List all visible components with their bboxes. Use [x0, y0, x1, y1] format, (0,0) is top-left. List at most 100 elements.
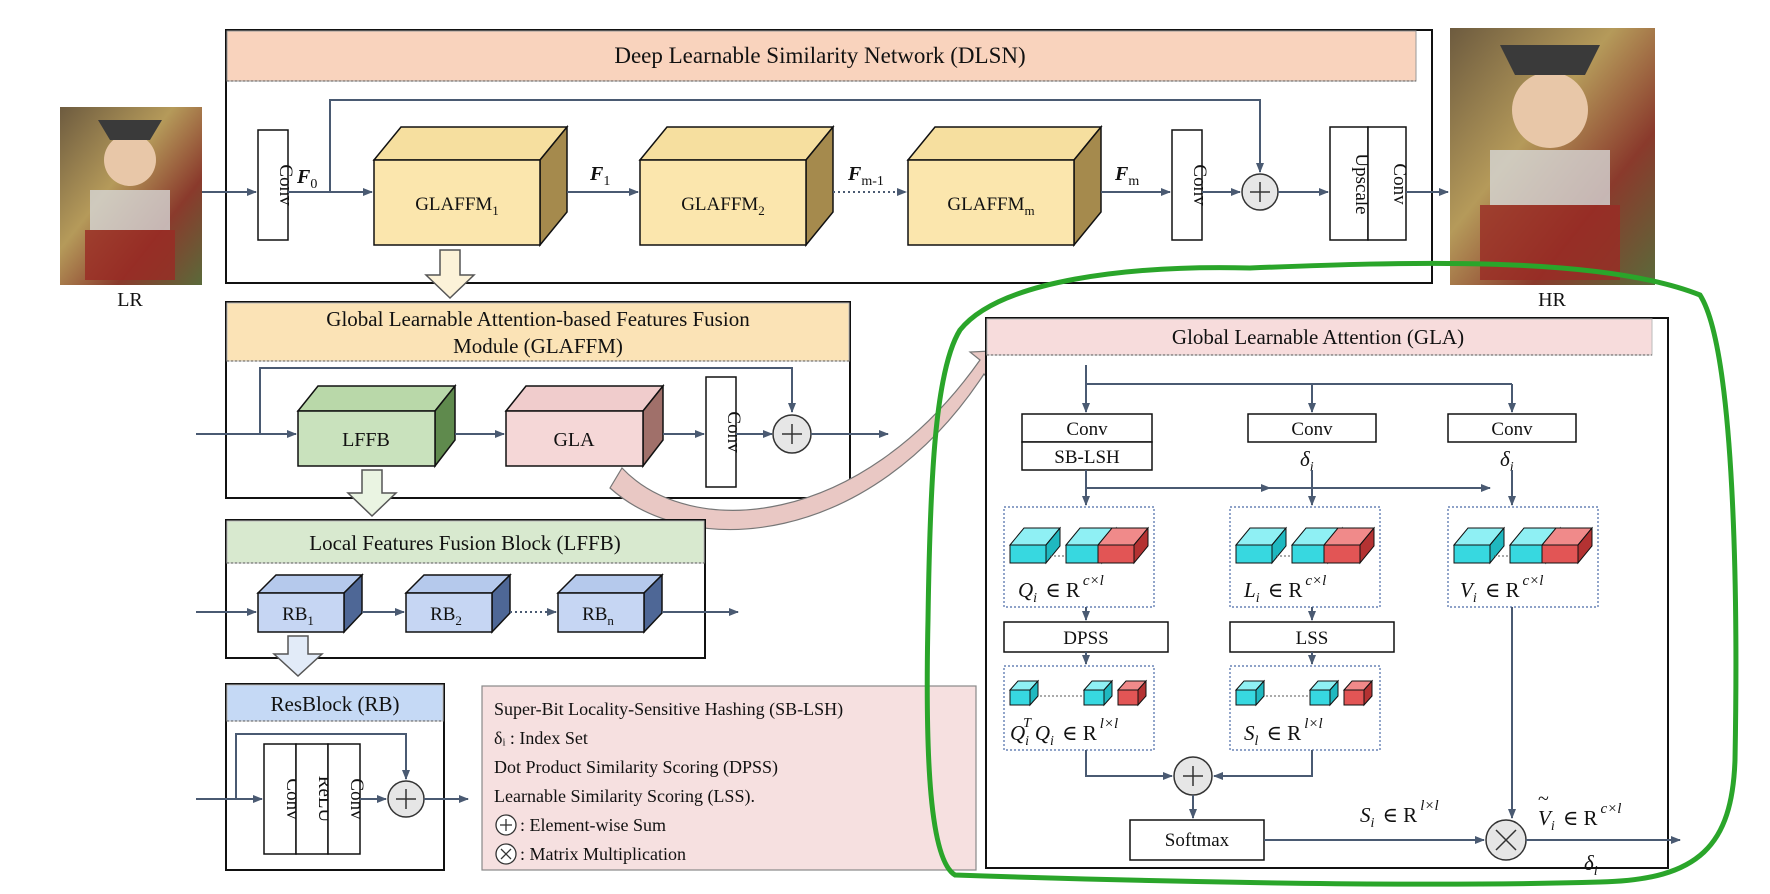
- glaffm-block-m: [906, 124, 1103, 248]
- gla-conv-q: [1021, 413, 1153, 443]
- gla-multiply-icon: [1485, 819, 1527, 861]
- dlsn-title: Deep Learnable Similarity Network (DLSN): [614, 43, 1025, 68]
- rb-1-label: RB1: [282, 604, 314, 628]
- gla-qtq-tensors: [1008, 679, 1148, 707]
- gla-delta-l: δi: [1300, 447, 1314, 475]
- expand-arrow-lffb: [346, 469, 398, 518]
- rb-cube-2: [404, 573, 512, 634]
- gla-lss: [1229, 621, 1395, 653]
- glaffm-m-label: GLAFFMm: [947, 194, 1034, 218]
- legend-line-3: Dot Product Similarity Scoring (DPSS): [494, 757, 778, 778]
- gla-conv-l: [1247, 413, 1377, 443]
- dlsn-sum-icon: [1241, 173, 1279, 211]
- glaffm-sum-icon: [772, 414, 812, 454]
- upscale-block: [1329, 126, 1369, 241]
- gla-q-group: [1003, 506, 1155, 608]
- glaffm-skip-line: [259, 367, 796, 434]
- legend-line-2: δᵢ : Index Set: [494, 728, 588, 748]
- upscale-label: Upscale: [1351, 153, 1372, 214]
- f1-label: F1: [589, 163, 610, 189]
- glaffm-block-1: [372, 124, 569, 248]
- glaffm-title-1: Global Learnable Attention-based Feature…: [326, 307, 750, 331]
- gla-qtq-group: [1003, 665, 1155, 751]
- gla-conv-v-label: Conv: [1491, 419, 1533, 440]
- legend-multiply-icon: [495, 843, 517, 865]
- resblock-relu: [295, 743, 329, 855]
- lr-label: LR: [117, 289, 143, 311]
- dlsn-conv-first-label: Conv: [275, 164, 296, 206]
- gla-dpss-label: DPSS: [1063, 628, 1108, 649]
- resblock-sum-icon: [387, 780, 425, 818]
- gla-vtilde-mark: ~: [1538, 788, 1549, 810]
- dlsn-conv-last-label: Conv: [1189, 164, 1210, 206]
- gla-softmax: [1129, 819, 1265, 861]
- dlsn-conv-final-label: Conv: [1389, 163, 1410, 205]
- resblock-title: ResBlock (RB): [271, 692, 400, 716]
- legend-line-5: : Element-wise Sum: [520, 815, 666, 835]
- glaffm-1-label: GLAFFM1: [415, 194, 499, 218]
- gla-q-tensors: [1008, 526, 1150, 565]
- legend-panel: [481, 685, 977, 871]
- fm-label: Fm: [1114, 163, 1139, 189]
- lr-image: [60, 107, 202, 285]
- hr-image: [1450, 28, 1655, 285]
- gla-sl-group: [1229, 665, 1381, 751]
- gla-cube: [504, 383, 665, 469]
- dlsn-skip-line: [329, 99, 1264, 192]
- legend-sum-icon: [495, 814, 517, 836]
- rb-n-label: RBn: [582, 604, 614, 628]
- gla-panel: [985, 317, 1669, 869]
- gla-sblsh-label: SB-LSH: [1054, 447, 1120, 468]
- glaffm-2-label: GLAFFM2: [681, 194, 765, 218]
- lffb-cube-label: LFFB: [342, 429, 390, 451]
- gla-l-group: [1229, 506, 1381, 608]
- expand-arrow-glaffm: [424, 249, 476, 300]
- legend-line-4: Learnable Similarity Scoring (LSS).: [494, 786, 755, 807]
- fm1-label: Fm-1: [847, 163, 884, 189]
- resblock-conv-2-label: Conv: [346, 778, 367, 820]
- gla-v-group: [1447, 506, 1599, 608]
- legend-line-1: Super-Bit Locality-Sensitive Hashing (SB…: [494, 699, 843, 720]
- dlsn-conv-final: [1367, 126, 1407, 241]
- gla-title: Global Learnable Attention (GLA): [1172, 325, 1464, 349]
- glaffm-conv: [705, 376, 737, 488]
- dlsn-conv-last: [1171, 129, 1203, 241]
- gla-conv-q-label: Conv: [1066, 419, 1108, 440]
- legend-line-6: : Matrix Multiplication: [520, 844, 686, 864]
- dlsn-conv-first: [257, 129, 289, 241]
- gla-sblsh: [1021, 441, 1153, 471]
- gla-conv-v: [1447, 413, 1577, 443]
- rb-cube-1: [256, 573, 364, 634]
- gla-delta-v: δi: [1500, 447, 1514, 475]
- gla-cube-label: GLA: [553, 429, 595, 451]
- gla-sl-tensors: [1234, 679, 1374, 707]
- gla-highlight-outline: [924, 260, 1739, 887]
- f0-label: F0: [296, 166, 317, 192]
- gla-l-tensors: [1234, 526, 1376, 565]
- gla-dpss: [1003, 621, 1169, 653]
- rb-cube-n: [556, 573, 664, 634]
- expand-arrow-rb: [272, 635, 324, 678]
- lffb-cube: [296, 383, 457, 469]
- glaffm-title-2: Module (GLAFFM): [453, 334, 623, 358]
- gla-sum-icon: [1173, 756, 1213, 796]
- gla-delta-out: δi: [1584, 851, 1598, 879]
- gla-softmax-label: Softmax: [1165, 830, 1230, 851]
- glaffm-conv-label: Conv: [723, 411, 744, 453]
- hr-label: HR: [1538, 289, 1566, 311]
- gla-conv-l-label: Conv: [1291, 419, 1333, 440]
- gla-lss-label: LSS: [1296, 628, 1329, 649]
- rb-2-label: RB2: [430, 604, 462, 628]
- resblock-skip-line: [235, 733, 410, 799]
- glaffm-block-2: [638, 124, 835, 248]
- gla-v-tensors: [1452, 526, 1594, 565]
- lffb-title: Local Features Fusion Block (LFFB): [309, 531, 620, 555]
